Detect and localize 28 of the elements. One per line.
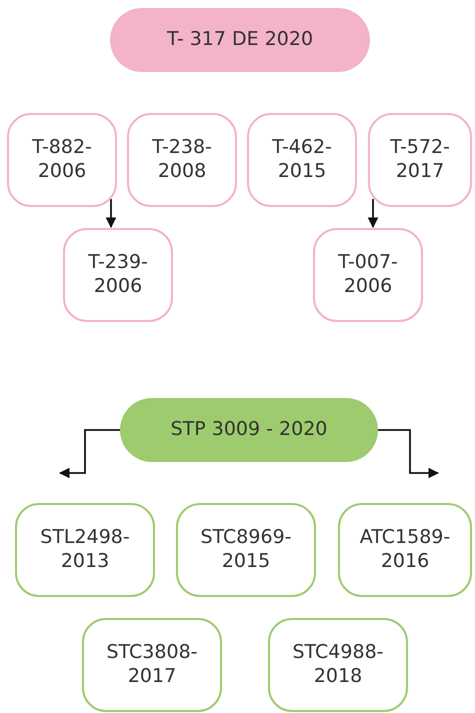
rounded-box [268, 618, 408, 712]
rounded-box [338, 503, 472, 597]
rounded-box [63, 228, 173, 322]
node-label: STC8969- 2015 [199, 526, 293, 574]
node-label: T-572- 2017 [389, 136, 451, 184]
node-label: T- 317 DE 2020 [166, 28, 314, 52]
node-label: STC4988- 2018 [291, 641, 385, 689]
node-label: T-462- 2015 [271, 136, 333, 184]
rounded-box [7, 113, 117, 207]
node-label: T-007- 2006 [337, 251, 399, 299]
node-label: STL2498- 2013 [39, 526, 131, 574]
rounded-box [127, 113, 237, 207]
rounded-box [368, 113, 472, 207]
node-label: T-882- 2006 [31, 136, 93, 184]
arrow [368, 199, 378, 228]
node-label: STC3808- 2017 [105, 641, 199, 689]
arrow [58, 429, 120, 478]
arrow [378, 429, 440, 478]
node-label: ATC1589- 2016 [358, 526, 452, 574]
rounded-box [247, 113, 357, 207]
arrow [106, 199, 116, 228]
rounded-box [15, 503, 155, 597]
rounded-box [313, 228, 423, 322]
rounded-box [176, 503, 316, 597]
rounded-box [82, 618, 222, 712]
node-label: T-238- 2008 [151, 136, 213, 184]
node-label: T-239- 2006 [87, 251, 149, 299]
node-label: STP 3009 - 2020 [170, 418, 328, 442]
